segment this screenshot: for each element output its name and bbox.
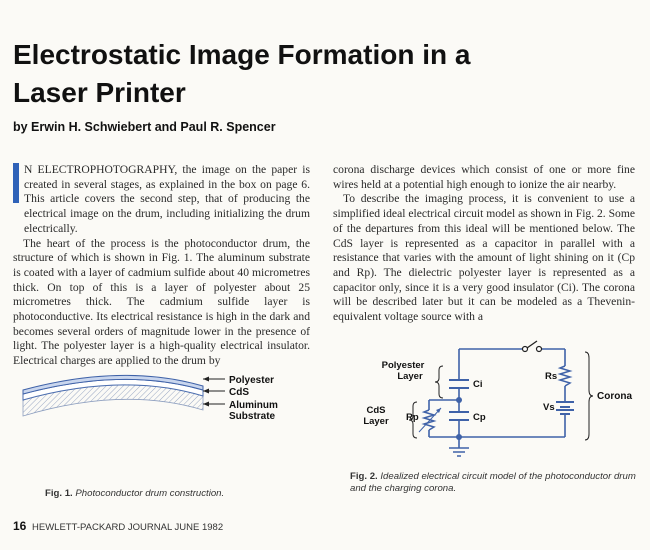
capacitor-cp	[449, 411, 469, 421]
figure-circuit-model: Polyester Layer CdS Layer Ci Cp Rp Rs Vs…	[363, 340, 632, 457]
variable-arrow	[418, 407, 442, 433]
label-vs: Vs	[543, 402, 555, 413]
label-polyester-1: Polyester	[382, 360, 425, 371]
circuit-wires	[428, 348, 566, 448]
text-column-left: N ELECTROPHOTOGRAPHY, the image on the p…	[13, 163, 310, 369]
author-byline: by Erwin H. Schwiebert and Paul R. Spenc…	[13, 120, 276, 134]
polyester-layer	[22, 374, 204, 395]
resistor-rp	[421, 409, 437, 431]
label-rp: Rp	[406, 412, 419, 423]
label-polyester-2: Layer	[397, 371, 423, 382]
figure2-caption: Fig. 2. Idealized electrical circuit mod…	[350, 471, 640, 495]
figure1-caption-text: Photoconductor drum construction.	[75, 488, 225, 499]
paragraph-drum: The heart of the process is the photocon…	[13, 236, 310, 368]
journal-name: HEWLETT-PACKARD JOURNAL JUNE 1982	[32, 522, 224, 533]
label-cds-2: Layer	[363, 416, 389, 427]
title-line-1: Electrostatic Image Formation in a	[13, 39, 471, 70]
paragraph-intro: N ELECTROPHOTOGRAPHY, the image on the p…	[24, 163, 310, 235]
label-cds-1: CdS	[367, 405, 386, 416]
figure-drum-construction: Polyester CdS Aluminum Substrate	[22, 374, 278, 422]
ground-symbol	[449, 447, 469, 457]
label-polyester: Polyester	[229, 375, 274, 386]
paragraph-model: To describe the imaging process, it is c…	[333, 192, 636, 324]
polyester-brace	[434, 365, 444, 399]
figure2-caption-text: Idealized electrical circuit model of th…	[350, 471, 636, 494]
page-number: 16	[13, 519, 27, 533]
article-title: Electrostatic Image Formation in a Laser…	[13, 36, 633, 112]
label-aluminum: Aluminum	[229, 400, 278, 411]
paragraph-corona: corona discharge devices which consist o…	[333, 163, 635, 191]
figure2-caption-number: Fig. 2.	[350, 471, 378, 482]
junction-dot-top	[456, 397, 462, 403]
junction-dot-bottom	[456, 434, 462, 440]
corona-brace	[584, 351, 594, 441]
label-rs: Rs	[545, 371, 557, 382]
variable-arrow-head	[436, 408, 441, 413]
label-substrate: Substrate	[229, 411, 276, 422]
cds-brace	[408, 401, 418, 439]
dropcap-bar	[13, 163, 19, 203]
figure1-caption: Fig. 1. Photoconductor drum construction…	[45, 488, 305, 500]
label-corona: Corona	[597, 391, 632, 402]
switch-symbol	[521, 340, 543, 353]
drum-layers	[22, 374, 204, 417]
text-column-right: corona discharge devices which consist o…	[333, 163, 635, 325]
figure1-leaders	[203, 376, 225, 407]
label-cp: Cp	[473, 412, 486, 423]
figure1-caption-number: Fig. 1.	[45, 488, 73, 499]
resistor-rs	[557, 365, 573, 387]
capacitor-ci	[449, 379, 469, 389]
label-ci: Ci	[473, 379, 483, 390]
page-footer: 16 HEWLETT-PACKARD JOURNAL JUNE 1982	[13, 519, 223, 533]
label-cds: CdS	[229, 387, 249, 398]
title-line-2: Laser Printer	[13, 77, 186, 108]
battery-vs	[556, 401, 574, 415]
